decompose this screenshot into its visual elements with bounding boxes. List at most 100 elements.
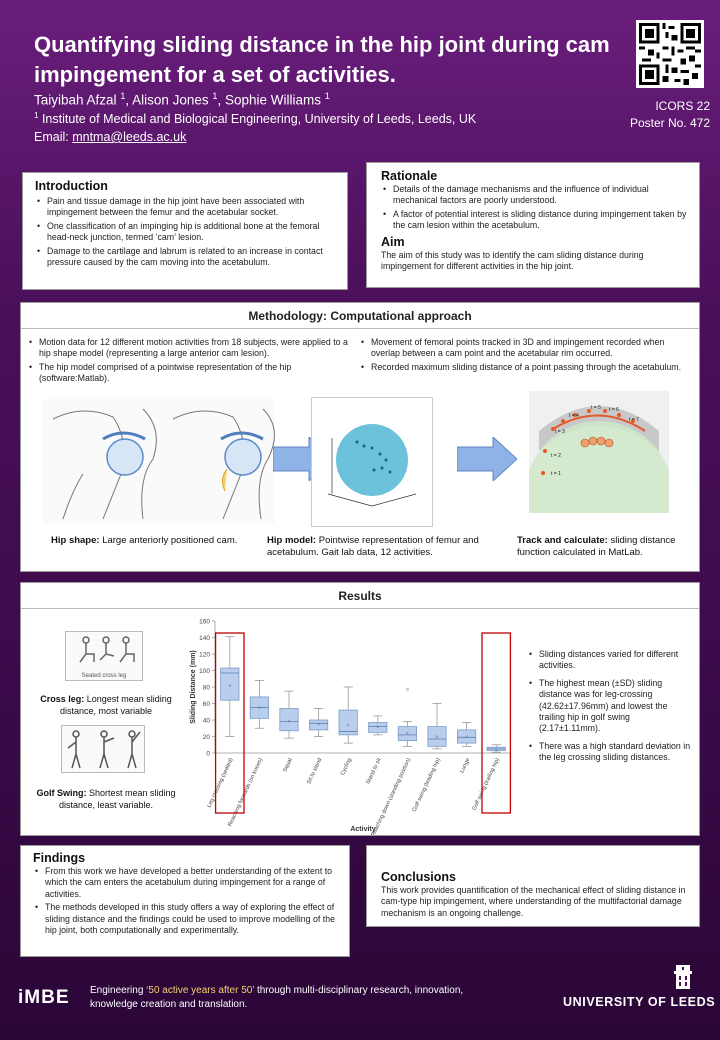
list-item: Damage to the cartilage and labrum is re…	[35, 246, 339, 269]
golf-swing-caption: Golf Swing: Shortest mean sliding distan…	[31, 787, 181, 811]
list-item: The methods developed in this study offe…	[33, 902, 341, 936]
track-label: t = 3	[555, 429, 565, 435]
mean-marker: ×	[406, 731, 409, 737]
conclusions-heading: Conclusions	[381, 870, 457, 884]
caption-bold: Hip shape:	[51, 535, 100, 546]
author-affiliation: 1	[324, 91, 330, 101]
x-tick-label: Sit to stand	[306, 757, 323, 785]
mean-marker: ×	[436, 735, 439, 741]
institution-sup: 1	[34, 111, 39, 120]
hip-model-illustration	[311, 397, 433, 527]
email-label: Email:	[34, 130, 69, 144]
caption-text: Longest mean sliding distance, most vari…	[59, 694, 172, 716]
track-label: t = 5	[591, 405, 601, 411]
list-item: Details of the damage mechanisms and the…	[381, 184, 691, 207]
mean-marker: ×	[317, 722, 320, 728]
hip-shape-illustration	[43, 399, 275, 523]
author-affiliation: 1	[212, 91, 218, 101]
methodology-panel: Methodology: Computational approach Moti…	[20, 302, 700, 572]
footer-tagline: Engineering ‘50 active years after 50’ t…	[90, 984, 490, 1012]
x-tick-label: Golf swing (trailing hip)	[472, 757, 502, 811]
list-item: Motion data for 12 different motion acti…	[27, 337, 357, 360]
conference-info: ICORS 22 Poster No. 472	[600, 98, 710, 132]
list-item: The highest mean (±SD) sliding distance …	[527, 678, 693, 735]
track-label: t = 7	[629, 417, 639, 423]
highlight-frame	[214, 632, 245, 814]
list-item: The hip model comprised of a pointwise r…	[27, 362, 357, 385]
y-tick-label: 60	[203, 701, 211, 708]
findings-panel: Findings From this work we have develope…	[20, 845, 350, 957]
caption-bold: Golf Swing:	[36, 788, 87, 798]
arrow-right-icon	[457, 437, 517, 481]
box	[397, 726, 417, 742]
institution: 1 Institute of Medical and Biological En…	[34, 111, 476, 126]
mean-marker: ×	[376, 725, 379, 731]
box	[368, 722, 388, 733]
mean-marker: ×	[495, 748, 498, 754]
box	[427, 726, 447, 747]
list-item: A factor of potential interest is slidin…	[381, 209, 691, 232]
y-tick-label: 40	[203, 718, 211, 725]
y-axis-label: Sliding Distance (mm)	[190, 650, 197, 724]
list-item: From this work we have developed a bette…	[33, 866, 341, 900]
y-tick-label: 20	[203, 734, 211, 741]
footer-text-pre: Engineering	[90, 985, 147, 996]
email-line: Email: mntma@leeds.ac.uk	[34, 130, 186, 144]
footer-text-post: through multi-disciplinary research, inn…	[90, 985, 464, 1010]
track-label: t = 4	[569, 413, 579, 419]
caption-bold: Hip model:	[267, 535, 317, 546]
box	[220, 667, 240, 701]
introduction-list: Pain and tissue damage in the hip joint …	[35, 196, 339, 268]
aim-text: The aim of this study was to identify th…	[381, 249, 644, 272]
results-heading: Results	[21, 583, 699, 609]
y-tick-label: 160	[199, 619, 210, 626]
author-name: Sophie Williams	[224, 92, 321, 108]
rationale-panel: Rationale Details of the damage mechanis…	[366, 162, 700, 288]
introduction-panel: Introduction Pain and tissue damage in t…	[22, 172, 348, 290]
university-crest-icon	[674, 965, 692, 989]
imbe-logo: iMBE	[18, 987, 70, 1008]
poster-number: Poster No. 472	[629, 116, 710, 130]
footer-text-highlight: ‘50 active years after 50’	[146, 985, 255, 996]
track-label: t = 1	[551, 471, 561, 477]
results-panel: Results Seated cross leg Cross leg: Long…	[20, 582, 700, 838]
list-item: Pain and tissue damage in the hip joint …	[35, 196, 339, 219]
track-caption: Track and calculate: sliding distance fu…	[517, 535, 697, 559]
caption-text: Shortest mean sliding distance, least va…	[58, 788, 176, 810]
box	[457, 729, 477, 744]
y-tick-label: 0	[206, 751, 210, 758]
box	[279, 708, 299, 732]
y-tick-label: 80	[203, 685, 211, 692]
email-link[interactable]: mntma@leeds.ac.uk	[72, 130, 187, 144]
methodology-list-left: Motion data for 12 different motion acti…	[27, 337, 357, 387]
methodology-list-right: Movement of femoral points tracked in 3D…	[359, 337, 691, 375]
track-label: t = 6	[609, 407, 619, 413]
caption-bold: Cross leg:	[40, 694, 85, 704]
x-tick-label: Leg crossing (seated)	[206, 757, 234, 808]
results-list: Sliding distances varied for different a…	[527, 649, 693, 766]
hip-shape-caption: Hip shape: Large anteriorly positioned c…	[51, 535, 251, 547]
mean-marker: ×	[228, 683, 231, 689]
conclusions-panel: Conclusions This work provides quantific…	[366, 845, 700, 927]
rationale-heading: Rationale	[381, 169, 438, 183]
methodology-heading: Methodology: Computational approach	[21, 303, 699, 329]
x-tick-label: Lunge	[459, 757, 471, 774]
qr-code-icon[interactable]	[636, 20, 704, 88]
x-tick-label: Cycling	[340, 757, 353, 776]
cross-leg-caption: Cross leg: Longest mean sliding distance…	[31, 693, 181, 717]
mean-marker: ×	[288, 719, 291, 725]
box	[338, 709, 358, 736]
caption-text: sliding distance function calculated in …	[517, 535, 676, 558]
highlight-frame	[481, 632, 512, 814]
list-item: Movement of femoral points tracked in 3D…	[359, 337, 691, 360]
conclusions-text: This work provides quantification of the…	[381, 885, 686, 918]
mean-marker: ×	[258, 706, 261, 712]
findings-list: From this work we have developed a bette…	[33, 866, 341, 936]
caption-text: Pointwise representation of femur and ac…	[267, 535, 479, 558]
rationale-list: Details of the damage mechanisms and the…	[381, 184, 691, 232]
list-item: One classification of an impinging hip i…	[35, 221, 339, 244]
caption-bold: Track and calculate:	[517, 535, 608, 546]
caption-text: Large anteriorly positioned cam.	[99, 535, 238, 546]
hip-model-caption: Hip model: Pointwise representation of f…	[267, 535, 497, 559]
